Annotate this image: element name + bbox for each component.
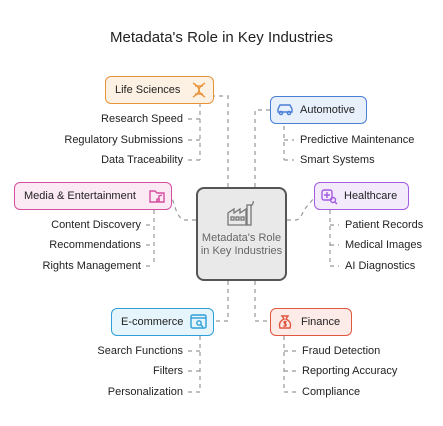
factory-icon [227, 201, 254, 226]
node-healthcare [314, 182, 409, 210]
item-recommendations: Recommendations [49, 239, 141, 251]
item-ai-diagnostics: AI Diagnostics [345, 260, 416, 272]
center-label: Metadata's Role in Key Industries [200, 232, 283, 257]
node-label-media: Media & Entertainment [24, 190, 136, 202]
node-label-ecommerce: E-commerce [121, 316, 184, 328]
health-search-icon [321, 189, 338, 205]
dna-icon [192, 82, 206, 98]
media-folder-icon [149, 190, 165, 203]
item-filters: Filters [153, 365, 183, 377]
connector-ecommerce [214, 281, 229, 322]
item-content-discovery: Content Discovery [51, 219, 141, 231]
center-node [196, 187, 287, 281]
item-reporting-accuracy: Reporting Accuracy [302, 365, 398, 377]
car-icon [277, 104, 293, 116]
node-label-life-sciences: Life Sciences [115, 84, 181, 96]
item-fraud-detection: Fraud Detection [302, 345, 381, 357]
item-search-functions: Search Functions [97, 345, 183, 357]
money-bag-icon [278, 315, 292, 329]
connector-automotive [254, 109, 270, 187]
node-label-finance: Finance [301, 316, 341, 328]
item-data-traceability: Data Traceability [101, 154, 183, 166]
item-personalization: Personalization [107, 386, 183, 398]
item-research-speed: Research Speed [101, 113, 183, 125]
diagram-title: Metadata's Role in Key Industries [110, 29, 333, 46]
item-regulatory-submissions: Regulatory Submissions [64, 134, 183, 146]
item-rights-management: Rights Management [42, 260, 141, 272]
item-medical-images: Medical Images [345, 239, 423, 251]
node-automotive [270, 96, 367, 124]
web-search-icon [190, 314, 207, 329]
node-label-automotive: Automotive [300, 104, 356, 116]
connector-media [171, 197, 196, 221]
node-label-healthcare: Healthcare [344, 190, 398, 202]
item-patient-records: Patient Records [345, 219, 424, 231]
node-media [14, 182, 172, 210]
connector-life-sciences [214, 95, 229, 187]
item-smart-systems: Smart Systems [300, 154, 375, 166]
item-predictive-maintenance: Predictive Maintenance [300, 134, 415, 146]
item-compliance: Compliance [302, 386, 361, 398]
node-life-sciences [105, 76, 214, 104]
connector-finance [254, 281, 270, 322]
connector-healthcare [287, 197, 315, 221]
